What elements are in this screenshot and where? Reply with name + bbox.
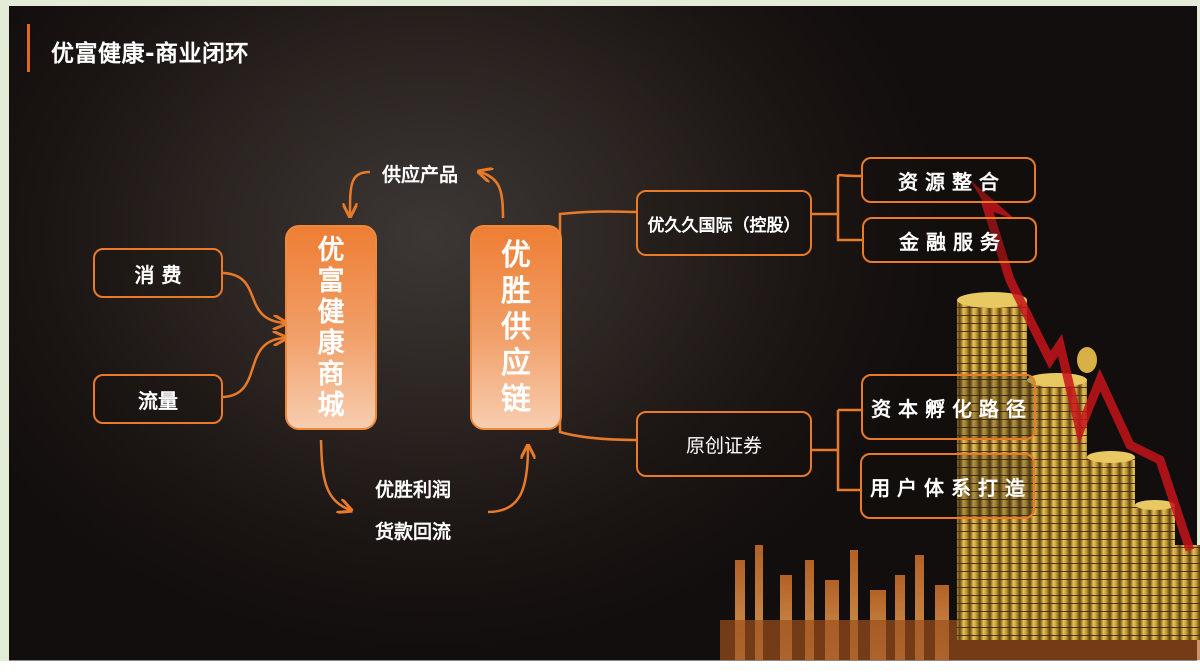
arrow-traffic-to-mall: [222, 338, 285, 399]
supply-char: 应: [501, 345, 531, 381]
leaf-label: 金 融 服 务: [899, 229, 1000, 254]
branch-securities-label: 原创证券: [685, 434, 762, 457]
input-consume: 消 费: [93, 248, 223, 298]
leaf-resource-integration: 资 源 整 合: [861, 157, 1036, 203]
bracket-securities-children: [810, 408, 862, 492]
bottom-strip: [0, 661, 1200, 672]
leaf-label: 资 本 孵 化 路 径: [871, 396, 1026, 421]
arrow-return-to-chain: [487, 447, 528, 514]
input-consume-label: 消 费: [134, 262, 182, 287]
supply-char: 优: [501, 237, 531, 273]
input-traffic: 流量: [93, 374, 223, 424]
label-profit: 优胜利润: [375, 479, 452, 501]
label-supply-products: 供应产品: [382, 164, 459, 186]
mall-node: 优 富 健 康 商 城: [285, 225, 377, 430]
supply-char: 胜: [501, 273, 531, 309]
leaf-label: 用 户 体 系 打 造: [870, 475, 1025, 500]
leaf-user-system: 用 户 体 系 打 造: [860, 453, 1035, 519]
mall-char: 康: [317, 327, 345, 359]
supply-chain-node: 优 胜 供 应 链: [470, 225, 562, 430]
branch-securities: 原创证券: [636, 411, 812, 477]
title-accent-bar: [27, 24, 30, 72]
mall-char: 富: [317, 265, 345, 297]
coin-stacks-illustration: [720, 180, 1200, 660]
leaf-financial-services: 金 融 服 务: [862, 217, 1037, 263]
leaf-capital-incubation: 资 本 孵 化 路 径: [861, 374, 1036, 440]
mall-char: 商: [317, 358, 345, 390]
leaf-label: 资 源 整 合: [898, 169, 999, 194]
supply-char: 供: [501, 309, 531, 345]
branch-holding: 优久久国际（控股）: [636, 190, 812, 256]
mall-char: 城: [317, 389, 345, 421]
mall-char: 健: [317, 296, 345, 328]
label-payment-return: 货款回流: [375, 521, 452, 543]
bracket-holding-children: [810, 173, 863, 242]
bracket-chain-branches: [558, 210, 639, 442]
arrow-supply-to-mall: [350, 170, 371, 215]
input-traffic-label: 流量: [138, 388, 178, 413]
arrow-consume-to-mall: [222, 271, 285, 323]
page-title: 优富健康-商业闭环: [51, 41, 250, 67]
arrow-chain-to-supply: [480, 172, 505, 219]
supply-char: 链: [501, 381, 531, 417]
arrow-mall-to-profit: [319, 439, 350, 510]
coin-stacks-svg: [720, 180, 1200, 660]
branch-holding-label: 优久久国际（控股）: [647, 215, 801, 236]
mall-char: 优: [317, 234, 345, 266]
trend-arrow: [970, 180, 1195, 552]
